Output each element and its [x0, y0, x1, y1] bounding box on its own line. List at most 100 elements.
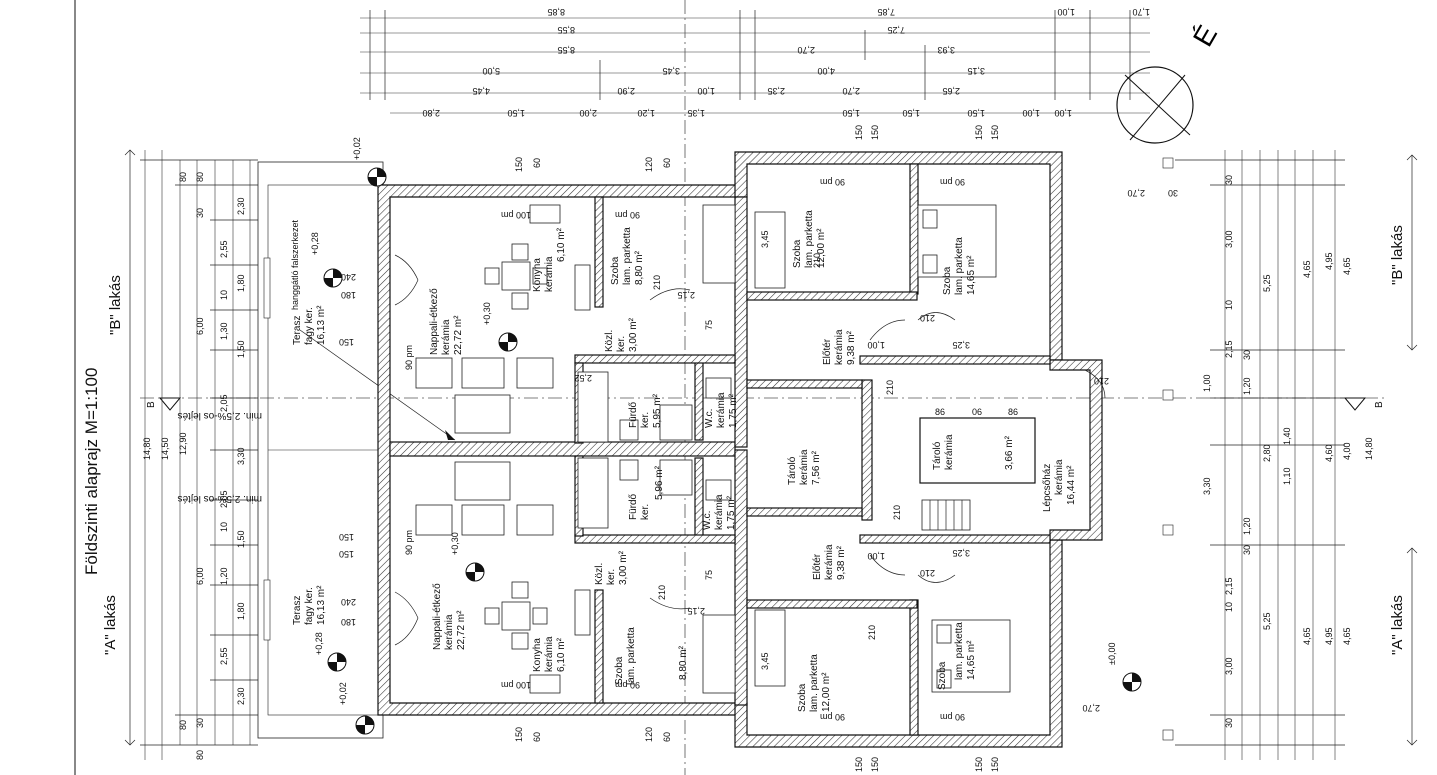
extra-215-top: 2,15: [677, 290, 695, 300]
win-top-150-2: 150: [854, 125, 864, 140]
room-b-corridor-floor: ker.: [616, 336, 627, 352]
room-storage2-name: Tároló: [932, 441, 943, 470]
extra-06: 06: [972, 407, 982, 417]
dim-right-22: 10: [1224, 300, 1234, 310]
door-75-1: 75: [704, 320, 714, 330]
door-210-5: 210: [1094, 376, 1109, 386]
dim-top-18: 2,70: [842, 86, 860, 96]
room-b-bath-name: Fürdő: [628, 401, 639, 428]
room-a-corridor-area: 3,00 m²: [618, 550, 629, 585]
level-roof-bottom: +0,02: [338, 682, 348, 705]
parapet-b-kitchen: 100 pm: [501, 210, 531, 220]
room-b-terrace-floor: fagy ker.: [304, 307, 315, 345]
door-210-8: 210: [920, 568, 935, 578]
dim-left-13: 2,05: [219, 490, 229, 508]
room-a-bath-area: 5,96 m²: [654, 465, 665, 500]
dim-right-18: 3,30: [1202, 477, 1212, 495]
dim-right-16: 2,15: [1224, 340, 1234, 358]
win-bot-150-2: 150: [854, 757, 864, 772]
level-entry-yard: ±0,00: [1107, 643, 1117, 665]
terrace-wall-note: hanggátló falszerkezet: [290, 219, 300, 310]
room-b-living-floor: kerámia: [441, 319, 452, 355]
dim-right-20: 3,00: [1224, 657, 1234, 675]
parapet-b-living: 90 pm: [404, 345, 414, 370]
room-labels-unit-b: Terasz fagy ker. 16,13 m² hanggátló fals…: [290, 210, 977, 428]
dim-right-21: 30: [1224, 175, 1234, 185]
dim-top-9: 3,93: [937, 45, 955, 55]
room-a-room3-floor: lam. parketta: [954, 622, 965, 680]
room-a-corridor-name: Közl.: [594, 563, 605, 585]
level-living-b: +0,30: [482, 302, 492, 325]
extra-86-1: 86: [935, 407, 945, 417]
dim-right-19: 2,15: [1224, 577, 1234, 595]
north-arrow: É: [1116, 20, 1223, 144]
dim-left-17: 2,55: [219, 647, 229, 665]
dim-top-19: 2,65: [942, 86, 960, 96]
level-terrace-a: +0,28: [314, 632, 324, 655]
room-a-bath-name: Fürdő: [628, 493, 639, 520]
dim-left-6: 2,30: [236, 197, 246, 215]
door-210-2: 210: [652, 275, 662, 290]
dim-right-7: 4,65: [1342, 627, 1352, 645]
room-b-corridor-name: Közl.: [604, 330, 615, 352]
dim-left-19: 80: [178, 172, 188, 182]
furniture-unit-b: [415, 204, 997, 443]
room-storage1-area: 7,56 m²: [811, 450, 822, 485]
dim-right-6: 4,00: [1342, 442, 1352, 460]
room-b-room3-name: Szoba: [942, 266, 953, 295]
room-b-kitchen-name: Konyha: [532, 258, 543, 292]
extra-270-top: 2,70: [1127, 188, 1145, 198]
dim-left-1: 14,80: [142, 437, 152, 460]
room-b-room3-floor: lam. parketta: [954, 237, 965, 295]
win-top-150-4: 150: [974, 125, 984, 140]
door-210-1: 210: [812, 253, 822, 268]
room-a-kitchen-floor: kerámia: [544, 636, 555, 672]
room-b-hall-floor: kerámia: [834, 329, 845, 365]
room-stairhall-area: 16,44 m²: [1066, 465, 1077, 505]
dim-right-15: 3,00: [1224, 230, 1234, 248]
dim-left-22: 10: [219, 290, 229, 300]
dim-top-29: 1,00: [1054, 108, 1072, 118]
staircase: [921, 499, 971, 531]
parapet-b-room1: 90 pm: [615, 210, 640, 220]
room-a-kitchen-area: 6,10 m²: [556, 637, 567, 672]
dim-right-2: 4,95: [1324, 252, 1334, 270]
unit-a-label-right: "A" lakás: [1389, 595, 1406, 655]
dim-top-2: 7,85: [877, 7, 895, 17]
extra-270-bot: 2,70: [1082, 703, 1100, 713]
level-roof-top: +0,02: [352, 137, 362, 160]
room-b-terrace-area: 16,13 m²: [316, 305, 327, 345]
dim-right-27: 10: [1224, 602, 1234, 612]
unit-a-label-left: "A" lakás: [102, 595, 119, 655]
room-a-corridor-floor: ker.: [606, 569, 617, 585]
dim-left-25: 80: [178, 720, 188, 730]
dim-left-11: 2,05: [219, 394, 229, 412]
dim-top-16: 1,00: [697, 86, 715, 96]
room-a-hall-name: Előtér: [812, 553, 823, 580]
parapet-a-room2: 90 pm: [820, 712, 845, 722]
room-b-room1-floor: lam. parketta: [622, 227, 633, 285]
win-top-150-5: 150: [990, 125, 1000, 140]
dim-left-21: 30: [195, 208, 205, 218]
furniture-unit-a: [415, 457, 1011, 694]
room-a-room1-floor: lam. parketta: [626, 627, 637, 685]
room-b-kitchen-floor: kerámia: [544, 256, 555, 292]
door-210-4: 210: [892, 505, 902, 520]
dim-top-17: 2,35: [767, 86, 785, 96]
door-180-b: 180: [341, 290, 356, 300]
win-top-150-1: 150: [514, 157, 524, 172]
dim-right-3: 4,60: [1324, 444, 1334, 462]
dim-right-1: 14,80: [1364, 437, 1374, 460]
room-a-room1-name: Szoba: [614, 656, 625, 685]
opening-labels: 150 60 120 60 150 150 150 150 150 60 120…: [339, 125, 1178, 772]
extra-345-top: 3,45: [760, 230, 770, 248]
dim-right-11: 4,65: [1302, 260, 1312, 278]
door-210-7: 210: [867, 625, 877, 640]
room-a-room2-floor: lam. parketta: [809, 654, 820, 712]
room-b-room1-area: 8,80 m²: [634, 250, 645, 285]
dim-top-23: 1,20: [637, 108, 655, 118]
room-labels-common: Tároló kerámia 7,56 m² Tároló kerámia 3,…: [787, 434, 1077, 512]
door-150-a: 150: [339, 532, 354, 542]
dim-top-14: 4,45: [472, 86, 490, 96]
